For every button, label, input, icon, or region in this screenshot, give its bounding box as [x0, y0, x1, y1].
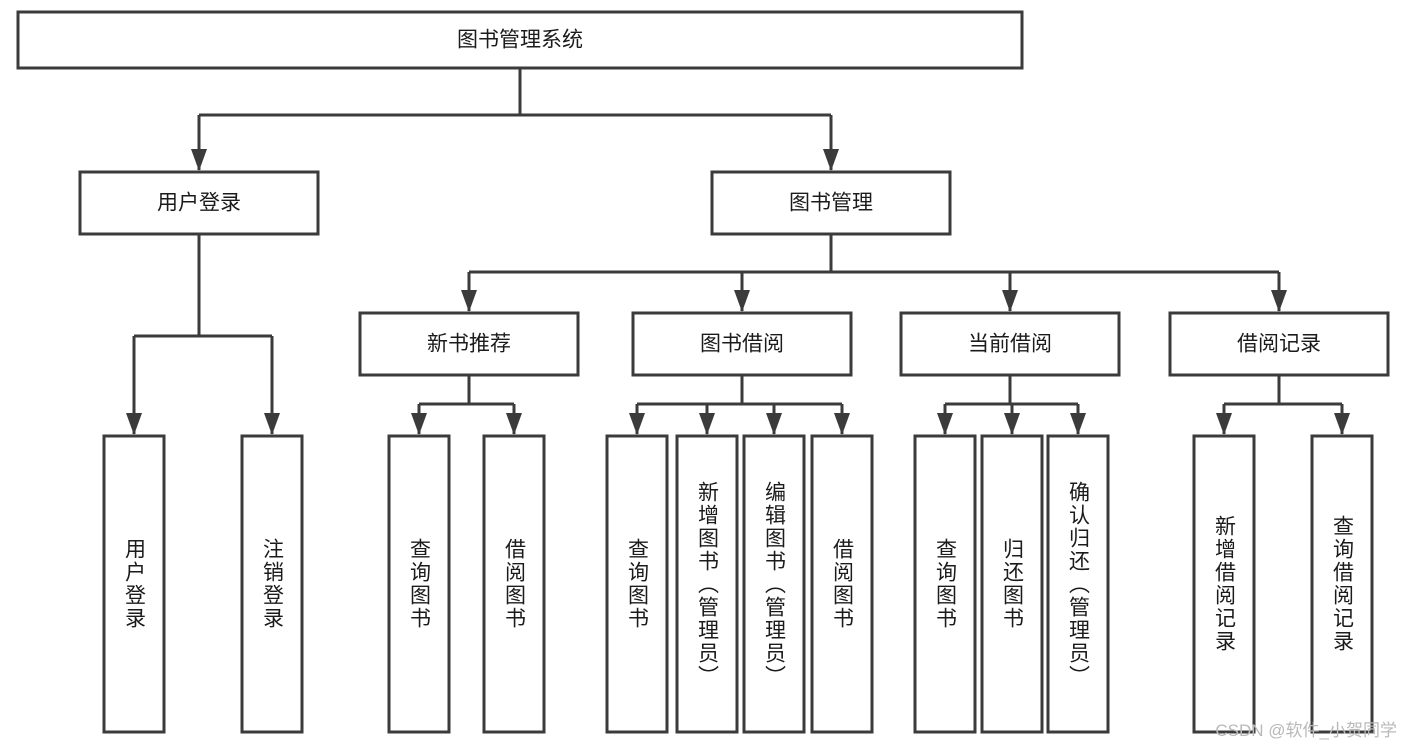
node-label-user-login: 用户登录 — [157, 192, 241, 215]
node-leaf-add-book[interactable] — [675, 434, 739, 734]
arrow-head-icon — [1004, 413, 1020, 435]
node-new-book-recommend[interactable]: 新书推荐 — [358, 311, 580, 377]
node-label-new-book-recommend: 新书推荐 — [427, 333, 511, 356]
node-label-root: 图书管理系统 — [457, 29, 583, 52]
node-book-borrow[interactable]: 图书借阅 — [631, 311, 853, 377]
node-leaf-user-login[interactable] — [102, 434, 166, 734]
node-borrow-record[interactable]: 借阅记录 — [1168, 311, 1390, 377]
node-leaf-confirm-return[interactable] — [1046, 434, 1110, 734]
arrow-head-icon — [191, 149, 207, 171]
arrow-head-icon — [411, 413, 427, 435]
arrow-head-icon — [264, 413, 280, 435]
node-leaf-edit-book[interactable] — [742, 434, 806, 734]
node-book-manage[interactable]: 图书管理 — [710, 170, 952, 236]
node-leaf-add-record[interactable] — [1192, 434, 1256, 734]
node-box-leaf-return-book[interactable] — [980, 434, 1044, 734]
node-box-leaf-add-book[interactable] — [675, 434, 739, 734]
node-box-book-borrow[interactable] — [631, 311, 853, 377]
node-leaf-query-book-3[interactable] — [913, 434, 977, 734]
node-root[interactable]: 图书管理系统 — [16, 10, 1024, 70]
arrow-head-icon — [766, 413, 782, 435]
node-user-login[interactable]: 用户登录 — [78, 170, 320, 236]
node-box-root[interactable] — [16, 10, 1024, 70]
node-box-leaf-add-record[interactable] — [1192, 434, 1256, 734]
watermark-text: CSDN @软件_小贺同学 — [1215, 721, 1397, 740]
connector-layer — [126, 68, 1350, 435]
arrow-head-icon — [1216, 413, 1232, 435]
node-current-borrow[interactable]: 当前借阅 — [899, 311, 1121, 377]
node-box-leaf-query-record[interactable] — [1310, 434, 1374, 734]
node-leaf-query-book-2[interactable] — [605, 434, 669, 734]
node-label-current-borrow: 当前借阅 — [968, 333, 1052, 356]
node-leaf-user-logout[interactable] — [240, 434, 304, 734]
node-box-leaf-confirm-return[interactable] — [1046, 434, 1110, 734]
node-box-new-book-recommend[interactable] — [358, 311, 580, 377]
arrow-head-icon — [126, 413, 142, 435]
node-box-leaf-query-book-1[interactable] — [387, 434, 451, 734]
node-leaf-query-record[interactable] — [1310, 434, 1374, 734]
node-box-leaf-borrow-book-1[interactable] — [482, 434, 546, 734]
arrow-head-icon — [1070, 413, 1086, 435]
node-leaf-query-book-1[interactable] — [387, 434, 451, 734]
arrow-head-icon — [629, 413, 645, 435]
arrow-head-icon — [937, 413, 953, 435]
arrow-head-icon — [1002, 290, 1018, 312]
node-label-borrow-record: 借阅记录 — [1237, 333, 1321, 356]
arrow-head-icon — [506, 413, 522, 435]
arrow-head-icon — [699, 413, 715, 435]
arrow-head-icon — [461, 290, 477, 312]
node-box-leaf-user-logout[interactable] — [240, 434, 304, 734]
node-leaf-return-book[interactable] — [980, 434, 1044, 734]
node-box-borrow-record[interactable] — [1168, 311, 1390, 377]
arrow-head-icon — [823, 149, 839, 171]
node-box-leaf-user-login[interactable] — [102, 434, 166, 734]
node-box-current-borrow[interactable] — [899, 311, 1121, 377]
node-label-book-manage: 图书管理 — [789, 192, 873, 215]
node-leaf-borrow-book-1[interactable] — [482, 434, 546, 734]
node-box-leaf-query-book-2[interactable] — [605, 434, 669, 734]
node-leaf-borrow-book-2[interactable] — [810, 434, 874, 734]
node-box-leaf-query-book-3[interactable] — [913, 434, 977, 734]
node-box-user-login[interactable] — [78, 170, 320, 236]
node-box-leaf-borrow-book-2[interactable] — [810, 434, 874, 734]
node-box-leaf-edit-book[interactable] — [742, 434, 806, 734]
arrow-head-icon — [1271, 290, 1287, 312]
arrow-head-icon — [834, 413, 850, 435]
node-label-book-borrow: 图书借阅 — [700, 333, 784, 356]
node-box-book-manage[interactable] — [710, 170, 952, 236]
arrow-head-icon — [1334, 413, 1350, 435]
arrow-head-icon — [734, 290, 750, 312]
